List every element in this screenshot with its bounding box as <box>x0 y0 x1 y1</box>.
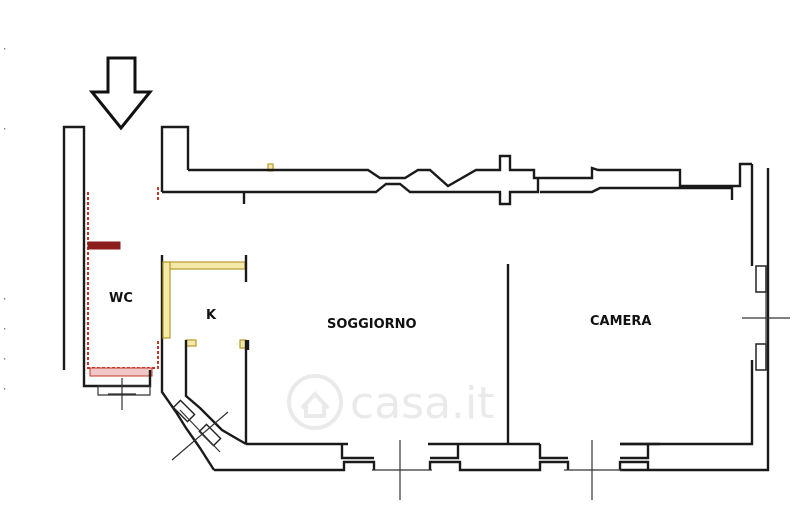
demolition-block <box>87 241 121 250</box>
room-label-living: SOGGIORNO <box>327 317 417 332</box>
margin-glyphs: · · · · · · <box>2 45 7 395</box>
margin-glyph: · <box>2 295 7 305</box>
exterior-wall-bottom <box>214 440 660 500</box>
new-wall <box>162 261 246 270</box>
wc-partition <box>82 255 164 410</box>
kitchen-partition <box>244 255 250 444</box>
demolition-block <box>89 367 153 377</box>
house-circle-icon <box>287 374 343 430</box>
margin-glyph: · <box>2 45 7 55</box>
house-icon <box>300 391 330 418</box>
exterior-wall-right <box>620 164 790 472</box>
new-wall <box>185 339 197 347</box>
new-wall <box>162 261 171 339</box>
margin-glyph: · <box>2 125 7 135</box>
margin-glyph: · <box>2 355 7 365</box>
watermark-text: casa.it <box>350 378 495 429</box>
room-label-bedroom: CAMERA <box>590 314 652 329</box>
watermark: casa.it <box>287 374 495 430</box>
room-label-kitchen: K <box>206 308 217 323</box>
window <box>172 399 196 423</box>
exterior-wall-top <box>162 154 752 206</box>
new-walls <box>162 163 274 349</box>
corridor-walls <box>62 125 190 370</box>
room-label-wc: WC <box>109 291 133 306</box>
window <box>755 343 767 371</box>
margin-glyph: · <box>2 385 7 395</box>
margin-glyph: · <box>2 325 7 335</box>
window <box>755 265 767 293</box>
down-arrow-icon <box>88 56 154 131</box>
angled-corner <box>160 340 247 471</box>
demolition-walls <box>87 186 159 377</box>
